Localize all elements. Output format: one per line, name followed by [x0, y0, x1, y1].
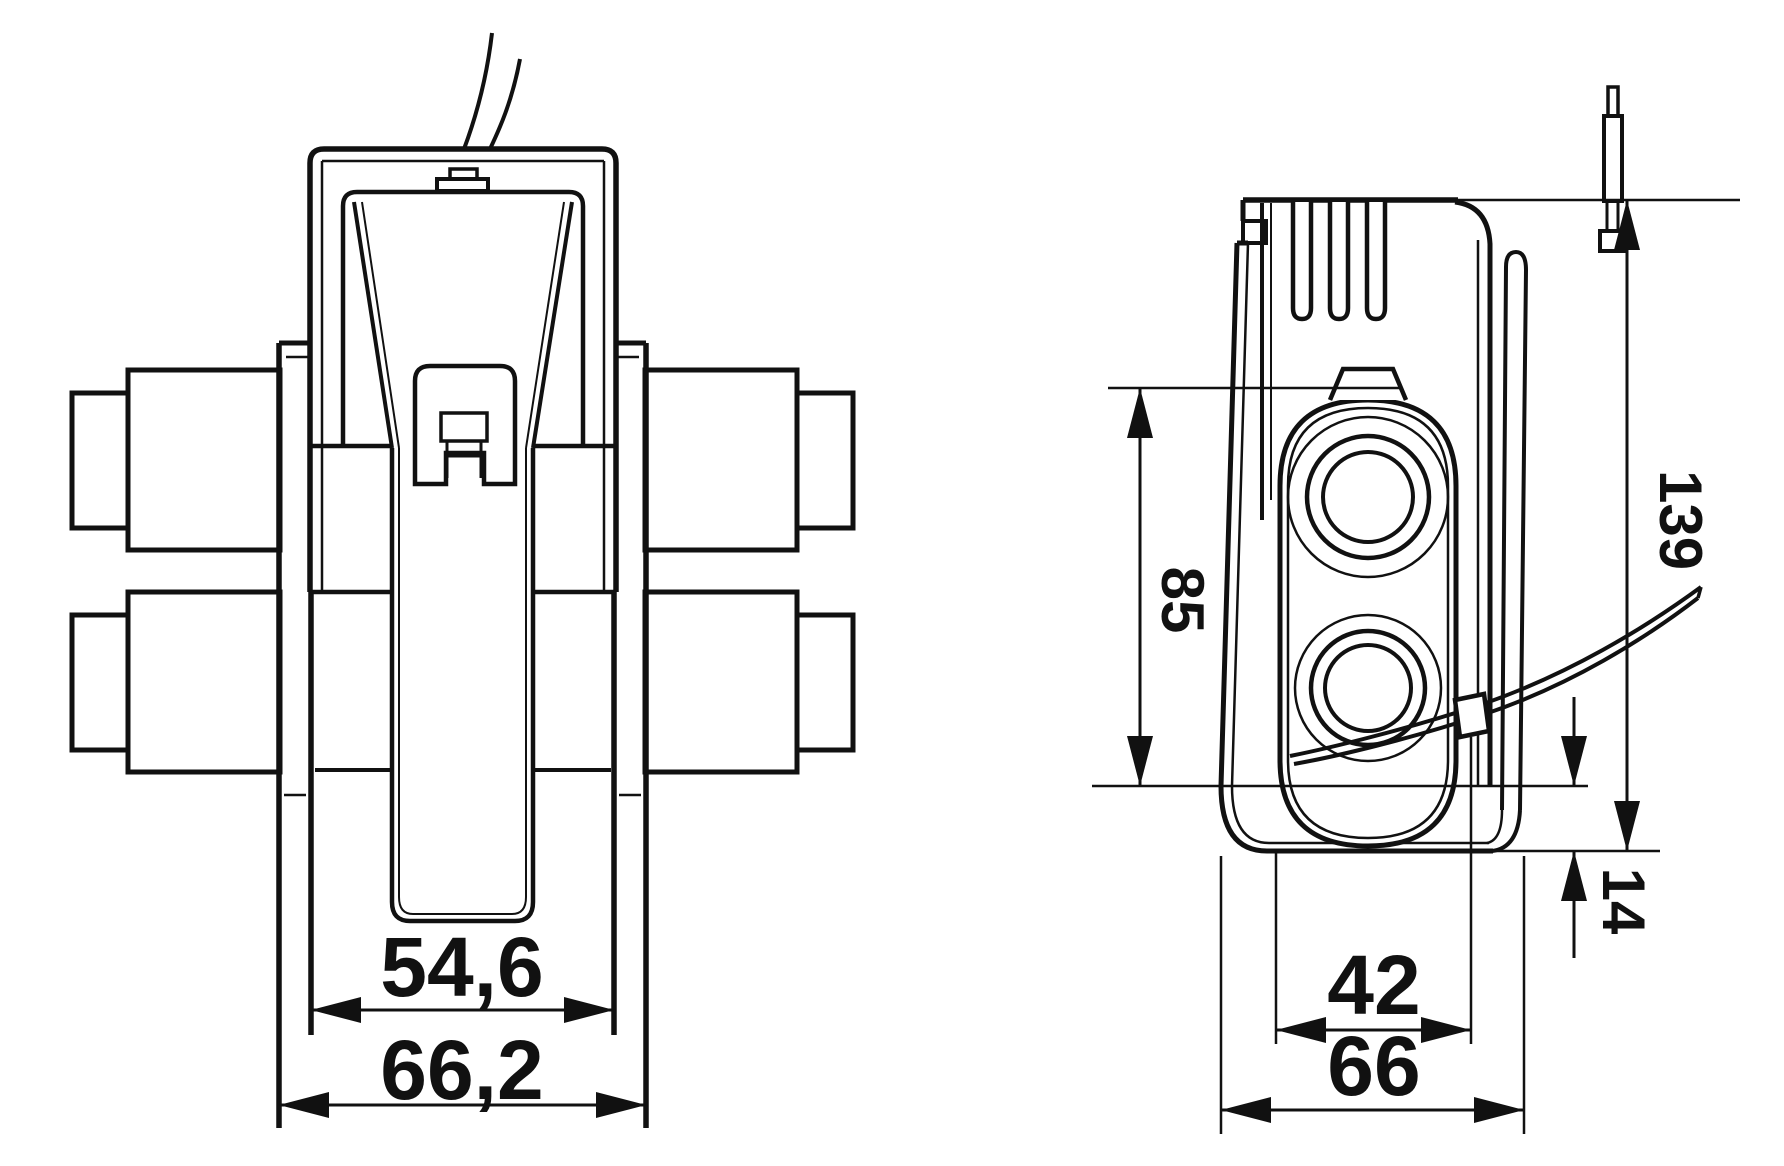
busbar-lower-left: [125, 589, 283, 775]
arrow-right-icon: [596, 1092, 646, 1118]
dim-front-outer-width: 66,2: [279, 1023, 646, 1118]
arrow-down-icon: [1127, 736, 1153, 786]
dim-side-total-height: 139: [1614, 200, 1714, 851]
arrow-up-icon: [1614, 200, 1640, 250]
arrow-right-icon: [564, 997, 614, 1023]
front-window-funnel: [340, 189, 586, 449]
dim-side-bottom-offset: 14: [1561, 697, 1657, 958]
arrow-down-icon: [1561, 736, 1587, 786]
side-view: 85 139 14 42 66: [1092, 85, 1740, 1134]
dim-front-inner-width: 54,6: [311, 920, 614, 1023]
side-reference-lines: [1092, 386, 1660, 1134]
arrow-left-icon: [1221, 1097, 1271, 1123]
side-opening-lower: [1293, 613, 1443, 763]
side-vent-slots: [1290, 202, 1388, 322]
side-clamp: [1277, 366, 1459, 849]
dim-label-139: 139: [1647, 470, 1714, 570]
front-tongue: [389, 448, 536, 924]
front-view: 54,6 66,2: [69, 32, 856, 1128]
side-strap: [1218, 240, 1529, 854]
cable-tie-block: [1452, 691, 1492, 740]
busbar-upper-right-step: [794, 390, 856, 531]
dim-label-42: 42: [1327, 938, 1420, 1032]
arrow-up-icon: [1127, 388, 1153, 438]
side-opening-upper: [1286, 415, 1450, 579]
arrow-right-icon: [1421, 1017, 1471, 1043]
busbar-lower-left-step: [69, 612, 131, 753]
arrow-right-icon: [1474, 1097, 1524, 1123]
dim-label-66: 66: [1327, 1019, 1420, 1113]
dim-label-14: 14: [1590, 868, 1657, 935]
busbar-lower-right-step: [794, 612, 856, 753]
dim-side-body-width: 66: [1221, 1019, 1524, 1123]
arrow-up-icon: [1561, 851, 1587, 901]
dim-label-54-6: 54,6: [380, 920, 544, 1014]
dim-side-opening-width: 42: [1276, 938, 1471, 1043]
front-latch: [412, 363, 518, 487]
busbar-upper-right: [642, 367, 800, 553]
front-secondary-wire: [462, 32, 522, 150]
dim-label-85: 85: [1149, 567, 1216, 634]
busbar-lower-right: [642, 589, 800, 775]
side-housing: [1240, 197, 1740, 786]
busbar-upper-left: [125, 367, 283, 553]
dim-side-window-height: 85: [1127, 388, 1216, 786]
side-cable: [1289, 585, 1703, 1044]
busbar-upper-left-step: [69, 390, 131, 531]
dim-label-66-2: 66,2: [380, 1023, 544, 1117]
front-busbars: [69, 367, 856, 775]
arrow-left-icon: [1276, 1017, 1326, 1043]
front-top-tab: [435, 167, 490, 193]
arrow-left-icon: [311, 997, 361, 1023]
arrow-down-icon: [1614, 801, 1640, 851]
arrow-left-icon: [279, 1092, 329, 1118]
